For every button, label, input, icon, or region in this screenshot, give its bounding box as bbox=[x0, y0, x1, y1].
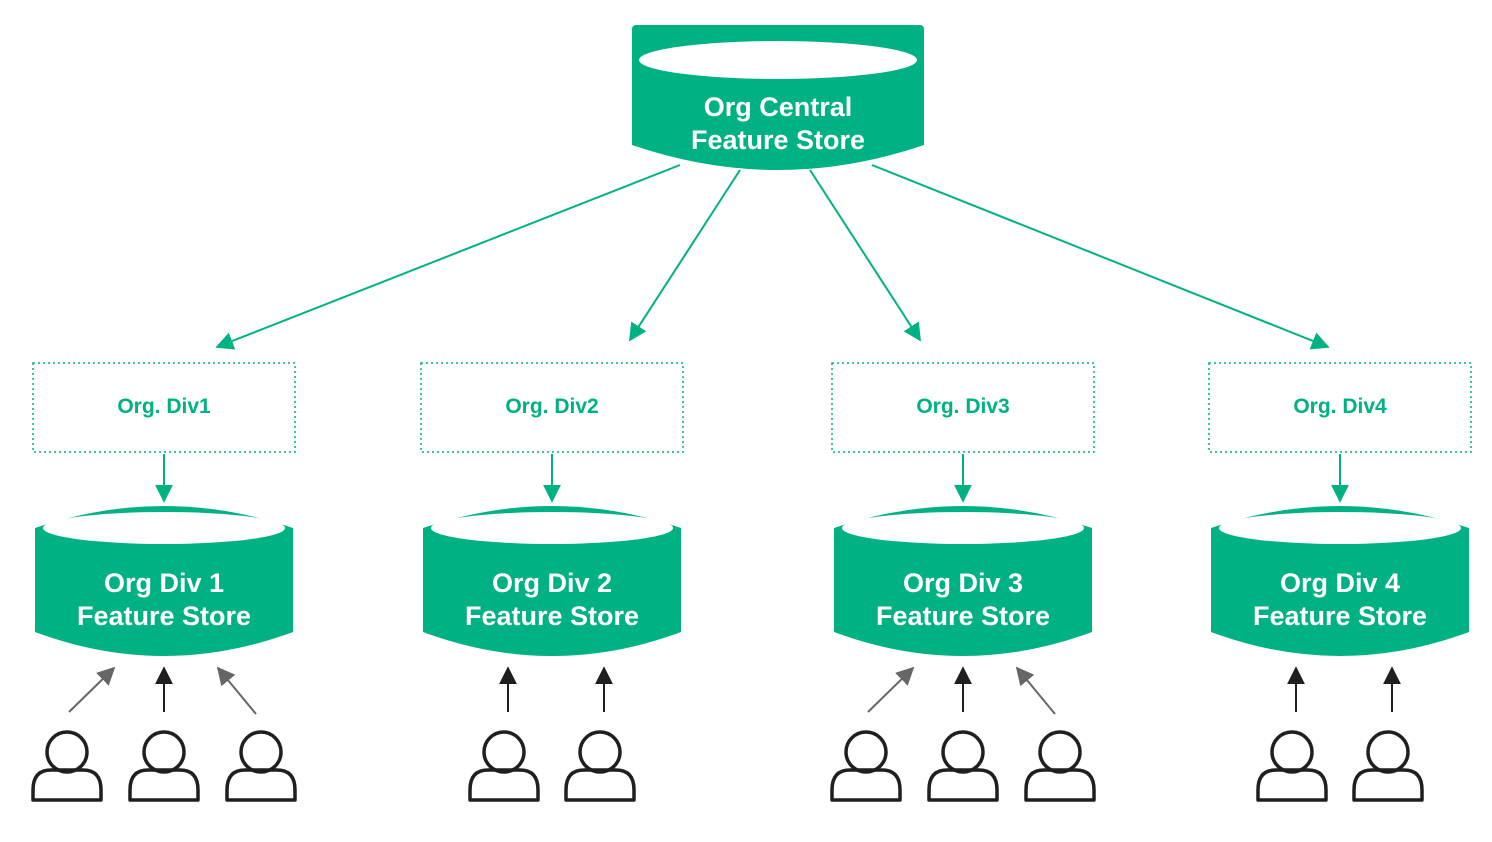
division-users-1 bbox=[31, 666, 297, 802]
store-title-line1: Org Div 3 bbox=[903, 568, 1023, 598]
division-box-4: Org. Div4 bbox=[1208, 362, 1472, 453]
store-title-line1: Org Div 4 bbox=[1280, 568, 1400, 598]
central-store-title-line2: Feature Store bbox=[691, 125, 865, 155]
user-contribution-arrow bbox=[1015, 666, 1056, 715]
central-to-division-arrows bbox=[215, 164, 1330, 350]
store-title-line1: Org Div 1 bbox=[104, 568, 224, 598]
database-icon bbox=[632, 25, 924, 170]
central-to-division-arrow-2 bbox=[629, 169, 741, 342]
division-box-3: Org. Div3 bbox=[831, 362, 1095, 453]
division-box-2: Org. Div2 bbox=[420, 362, 684, 453]
user-icon bbox=[128, 730, 200, 802]
user-icon bbox=[1256, 730, 1328, 802]
central-to-division-arrow-3 bbox=[809, 169, 921, 342]
user-icon bbox=[927, 730, 999, 802]
user-icon bbox=[564, 730, 636, 802]
user-icon bbox=[1024, 730, 1096, 802]
division-label: Org. Div2 bbox=[505, 395, 598, 418]
user-contribution-arrow bbox=[216, 666, 257, 715]
central-store-title-line1: Org Central bbox=[704, 92, 853, 122]
store-title-line2: Feature Store bbox=[876, 601, 1050, 631]
user-icon bbox=[468, 730, 540, 802]
division-label: Org. Div1 bbox=[117, 395, 211, 418]
division-users-4 bbox=[1256, 666, 1424, 802]
user-icon bbox=[1352, 730, 1424, 802]
database-icon bbox=[423, 506, 681, 656]
division-box-1: Org. Div1 bbox=[32, 362, 296, 453]
user-contribution-arrow bbox=[68, 666, 116, 713]
central-feature-store: Org Central Feature Store bbox=[632, 25, 924, 170]
user-icon bbox=[31, 730, 103, 802]
database-icon bbox=[35, 506, 293, 656]
store-title-line1: Org Div 2 bbox=[492, 568, 612, 598]
central-to-division-arrow-1 bbox=[215, 164, 681, 350]
store-title-line2: Feature Store bbox=[77, 601, 251, 631]
division-users-3 bbox=[830, 666, 1096, 802]
user-icon bbox=[225, 730, 297, 802]
division-users-2 bbox=[468, 666, 636, 802]
central-to-division-arrow-4 bbox=[871, 164, 1330, 350]
store-title-line2: Feature Store bbox=[465, 601, 639, 631]
user-icon bbox=[830, 730, 902, 802]
division-label: Org. Div3 bbox=[916, 395, 1009, 418]
database-icon bbox=[834, 506, 1092, 656]
user-contribution-arrow bbox=[867, 666, 915, 713]
division-label: Org. Div4 bbox=[1293, 395, 1387, 418]
database-icon bbox=[1211, 506, 1469, 656]
store-title-line2: Feature Store bbox=[1253, 601, 1427, 631]
